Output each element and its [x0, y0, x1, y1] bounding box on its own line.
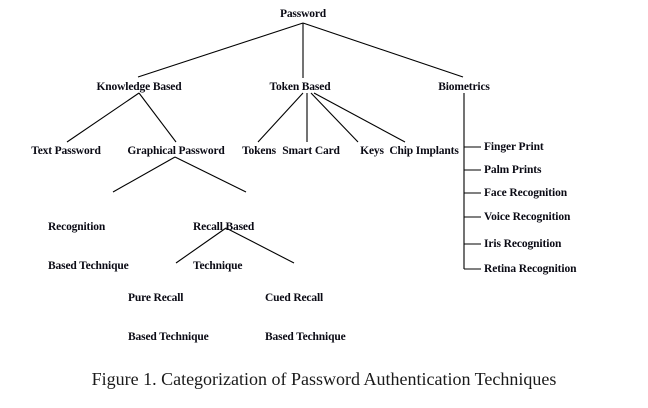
node-biometrics: Biometrics [438, 81, 490, 93]
node-iris-recognition: Iris Recognition [484, 238, 562, 250]
edge-graphical-to-recall-based [174, 156, 247, 193]
edge-knowledge-to-graphical-password [138, 92, 177, 143]
node-password: Password [279, 8, 327, 20]
edge-token-to-tokens [257, 92, 304, 143]
node-cued-recall-based-technique: Cued Recall Based Technique [265, 266, 346, 370]
node-face-recognition: Face Recognition [484, 187, 568, 199]
node-recall-based-technique: Recall Based Technique [193, 195, 254, 299]
node-graphical-password: Graphical Password [127, 145, 225, 157]
node-smart-card: Smart Card [282, 145, 340, 157]
node-knowledge-based: Knowledge Based [96, 81, 182, 93]
node-text-password: Text Password [31, 145, 101, 157]
edge-graphical-to-recognition [112, 156, 176, 193]
node-voice-recognition: Voice Recognition [484, 211, 571, 223]
node-recall-based-technique-line2: Technique [193, 260, 243, 272]
node-recognition-based-technique-line1: Recognition [48, 221, 106, 233]
edge-knowledge-to-text-password [66, 92, 140, 143]
node-recognition-based-technique: Recognition Based Technique [48, 195, 129, 299]
node-palm-prints: Palm Prints [484, 164, 542, 176]
node-retina-recognition: Retina Recognition [484, 263, 577, 275]
node-recall-based-technique-line1: Recall Based [193, 221, 255, 233]
edge-token-to-chip-implants [313, 92, 406, 143]
node-chip-implants: Chip Implants [389, 145, 459, 157]
edge-token-to-keys [310, 92, 359, 143]
figure-caption: Figure 1. Categorization of Password Aut… [91, 369, 557, 389]
node-cued-recall-based-technique-line1: Cued Recall [265, 292, 324, 304]
edge-password-to-knowledge-based [137, 22, 304, 78]
node-cued-recall-based-technique-line2: Based Technique [265, 331, 346, 343]
node-token-based: Token Based [269, 81, 331, 93]
node-finger-print: Finger Print [484, 141, 544, 153]
node-pure-recall-based-technique: Pure Recall Based Technique [128, 266, 209, 370]
node-recognition-based-technique-line2: Based Technique [48, 260, 129, 272]
node-tokens: Tokens [242, 145, 276, 157]
edge-password-to-biometrics [302, 22, 464, 78]
node-keys: Keys [360, 145, 384, 157]
node-pure-recall-based-technique-line1: Pure Recall [128, 292, 184, 304]
node-pure-recall-based-technique-line2: Based Technique [128, 331, 209, 343]
